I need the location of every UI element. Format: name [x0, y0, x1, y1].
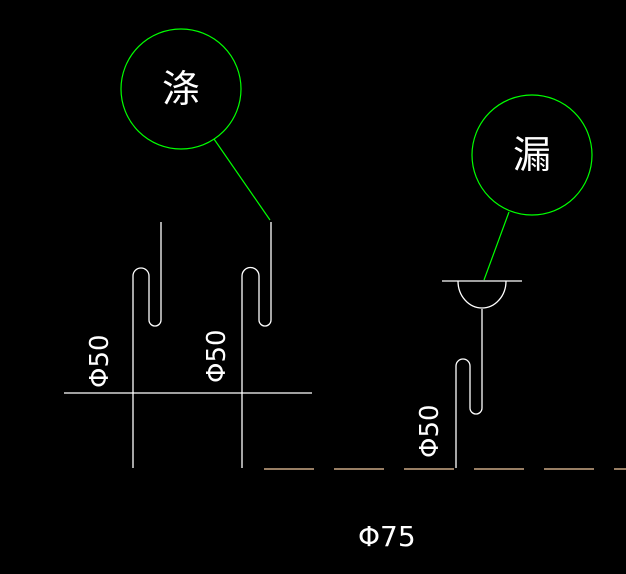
leader-line-wash: [213, 138, 271, 221]
leader-line-drain: [483, 211, 510, 281]
middle-vent-pipe: [241, 222, 272, 468]
pipe-label-left: Φ50: [85, 334, 115, 388]
left-vent-pipe: [132, 222, 162, 468]
pipe-label-middle: Φ50: [202, 329, 232, 383]
callout-text-wash: 涤: [162, 67, 200, 111]
callout-circle-wash: [120, 28, 242, 150]
callout-text-drain: 漏: [513, 133, 551, 177]
main-pipe-label: Φ75: [358, 520, 416, 553]
right-trap-pipe: [455, 309, 483, 468]
callout-circle-drain: [471, 94, 593, 216]
floor-drain-bowl: [457, 280, 507, 309]
pipe-label-right: Φ50: [415, 404, 445, 458]
